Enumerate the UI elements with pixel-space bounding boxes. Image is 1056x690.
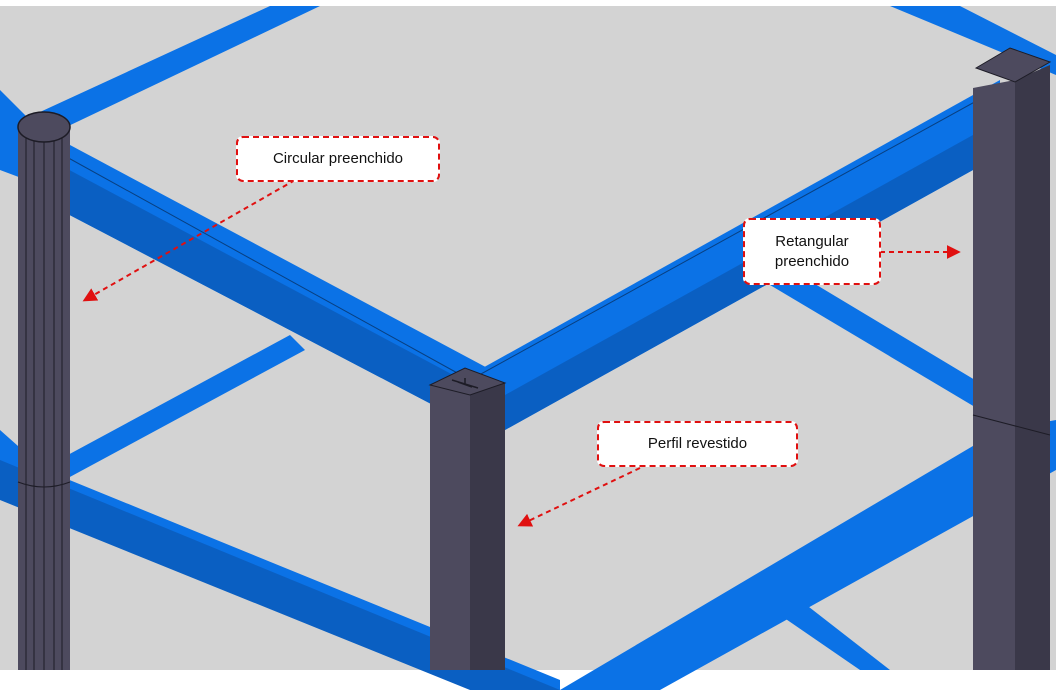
label-retangular-preenchido: Retangular preenchido: [743, 218, 881, 285]
lower-beam-right-diagonal: [770, 275, 1000, 410]
column-rectangular-top: [974, 47, 1052, 83]
label-circular-preenchido: Circular preenchido: [236, 136, 440, 182]
arrow-circular: [82, 179, 296, 302]
arrow-perfil: [517, 467, 641, 527]
column-circular-joint: [17, 481, 71, 488]
column-encased-front: [430, 385, 470, 670]
column-rectangular-joint: [972, 414, 1051, 436]
column-encased-side: [470, 383, 505, 670]
beam-top-left-back: [40, 6, 320, 130]
lower-beam-right: [560, 420, 1056, 690]
column-encased-top: [428, 367, 507, 396]
column-encased-i-section: [451, 378, 479, 389]
beam-right-edge: [469, 87, 1001, 381]
lower-beam-left-back: [40, 335, 305, 485]
column-rectangular-front: [973, 80, 1015, 670]
beam-main-diagonal-side: [60, 165, 500, 440]
lower-beam-front-side: [0, 460, 560, 690]
label-perfil-revestido: Perfil revestido: [597, 421, 798, 467]
image-frame-top: [0, 0, 1056, 6]
column-rectangular-side: [1015, 65, 1050, 670]
column-circular-top: [17, 111, 71, 143]
lower-beam-front: [0, 430, 560, 690]
lower-beam-cross-right: [780, 600, 890, 670]
beam-main-edge: [44, 144, 471, 381]
